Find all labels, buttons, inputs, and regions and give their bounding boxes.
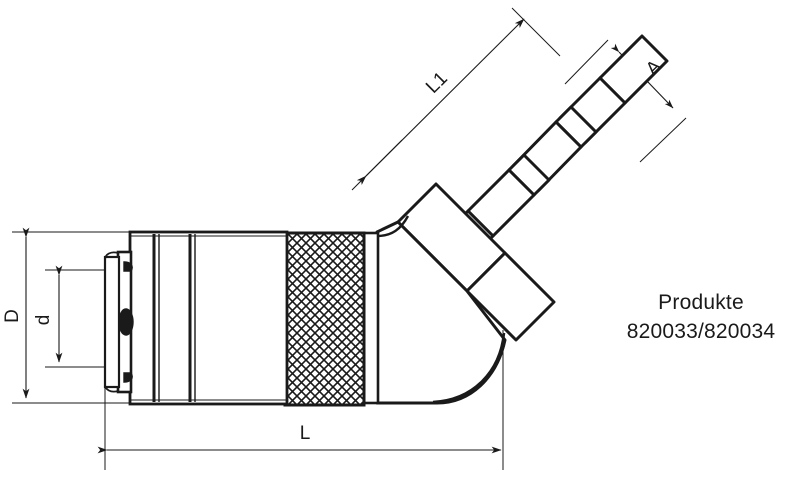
- nose-seal-details: [118, 261, 134, 383]
- dimension-label-D: D: [2, 309, 23, 323]
- dimension-L1: [356, 18, 525, 186]
- body-barrel: [128, 230, 289, 406]
- product-annotation: Produkte 820033/820034: [608, 288, 794, 346]
- knurled-grip-sleeve: [283, 231, 366, 407]
- elbow-body: [375, 215, 507, 405]
- elbow-flange: [396, 182, 556, 342]
- product-annotation-line-2: 820033/820034: [626, 320, 776, 343]
- dimension-label-d: d: [33, 314, 54, 326]
- hose-barb-leg: [396, 34, 669, 342]
- dimension-label-L: L: [299, 423, 311, 444]
- dimension-lines: [22, 18, 674, 454]
- product-annotation-line-1: Produkte: [658, 291, 744, 314]
- coupling-nose-collar: [103, 250, 134, 394]
- barb-interior-lines: [469, 65, 638, 234]
